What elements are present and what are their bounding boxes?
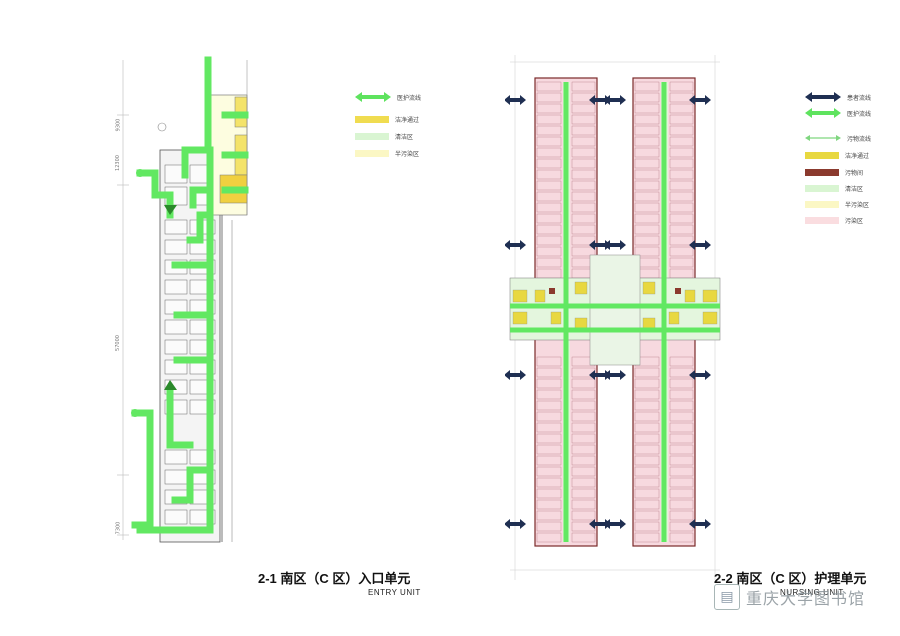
legend-item-clean-zone: 清洁区 [355, 129, 413, 143]
legend-item-staff-flow: 医护流线 [355, 90, 421, 104]
swatch [805, 200, 839, 208]
swatch [805, 151, 839, 159]
swatch [355, 149, 389, 157]
patient-flow-arrow [689, 95, 711, 105]
legend-item-waste-flow: 污物流线 [805, 131, 871, 145]
legend-label: 清洁区 [845, 185, 864, 193]
double-arrow-icon [805, 108, 841, 118]
legend-label: 洁净通过 [845, 152, 870, 160]
dimension-label: 12300 [114, 155, 121, 171]
legend-label: 污染区 [845, 217, 864, 225]
nursing-unit-plan [505, 55, 721, 580]
swatch [355, 115, 389, 123]
patient-flow-arrow [689, 519, 711, 529]
legend-item-clean-pass: 洁净通过 [355, 112, 419, 126]
patient-flow-arrow [604, 95, 626, 105]
legend-item-patient-flow: 患者流线 [805, 90, 871, 104]
legend-item-clean-pass: 洁净通过 [805, 148, 869, 162]
entry-unit-title: 2-1 南区（C 区）入口单元 [258, 571, 411, 586]
dimension-label: 57000 [114, 335, 121, 351]
legend-label: 污物间 [845, 169, 864, 177]
legend-item-contaminated: 污染区 [805, 213, 863, 227]
legend-label: 洁净通过 [395, 116, 420, 124]
swatch [805, 168, 839, 176]
legend-item-staff-flow: 医护流线 [805, 106, 871, 120]
legend-label: 污物流线 [847, 135, 872, 143]
swatch [355, 132, 389, 140]
swatch [805, 184, 839, 192]
entry-unit-subtitle: ENTRY UNIT [368, 588, 421, 597]
watermark: ▤ 重庆大学图书馆 [714, 584, 865, 610]
double-arrow-icon [355, 92, 391, 102]
watermark-text: 重庆大学图书馆 [746, 589, 866, 608]
patient-flow-arrow [505, 95, 526, 105]
legend-item-semi-contaminated: 半污染区 [805, 197, 869, 211]
patient-flow-arrow [689, 370, 711, 380]
legend-label: 患者流线 [847, 94, 872, 102]
patient-flow-arrow [589, 370, 611, 380]
patient-flow-arrow [604, 370, 626, 380]
swatch [805, 216, 839, 224]
patient-flow-arrow [604, 519, 626, 529]
legend-label: 医护流线 [847, 110, 872, 118]
dimension-label: 9300 [115, 118, 122, 132]
patient-flow-arrow [505, 240, 526, 250]
legend-item-clean-zone: 清洁区 [805, 181, 863, 195]
legend-label: 半污染区 [845, 201, 870, 209]
nursing-unit-subtitle: NURSING UNIT [780, 588, 844, 597]
patient-flow-arrow [589, 519, 611, 529]
patient-flow-arrow [589, 240, 611, 250]
thin-double-arrow-icon [805, 135, 841, 141]
dimension-label: 7300 [115, 521, 122, 535]
legend-item-semi-contaminated: 半污染区 [355, 146, 419, 160]
patient-flow-arrow [589, 95, 611, 105]
legend-item-waste-room: 污物间 [805, 165, 863, 179]
legend-label: 半污染区 [395, 150, 420, 158]
patient-flow-arrow [604, 240, 626, 250]
library-seal-icon: ▤ [714, 584, 740, 610]
legend-label: 医护流线 [397, 94, 422, 102]
nursing-unit-title: 2-2 南区（C 区）护理单元 [714, 571, 867, 586]
patient-flow-arrow [505, 370, 526, 380]
patient-flow-arrow [689, 240, 711, 250]
legend-label: 清洁区 [395, 133, 414, 141]
patient-flow-arrow [505, 519, 526, 529]
entry-unit-plan [117, 56, 249, 543]
double-arrow-icon [805, 92, 841, 102]
